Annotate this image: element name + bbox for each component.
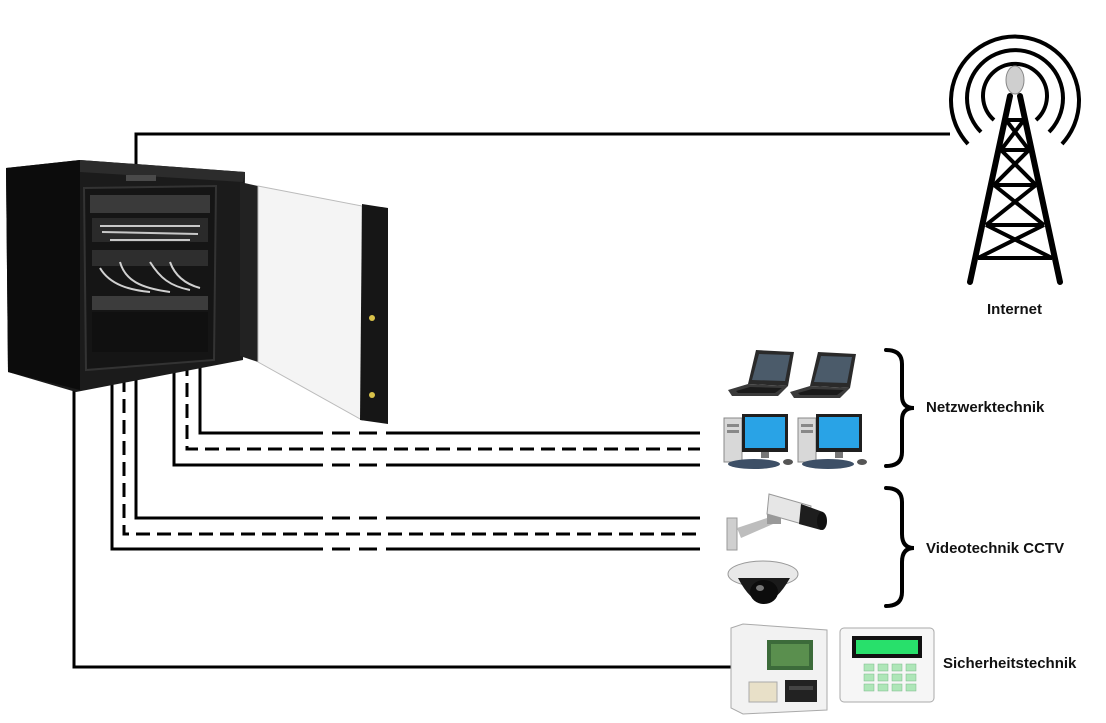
- alarm-control-panel-icon: [730, 623, 828, 715]
- label-internet: Internet: [987, 301, 1043, 318]
- label-sicherheitstechnik: Sicherheitstechnik: [943, 655, 1077, 672]
- laptop-icon: [790, 352, 856, 398]
- video-line-3: [110, 376, 305, 551]
- radio-tower-icon: [949, 34, 1081, 285]
- video-line-1: [134, 380, 305, 520]
- network-line-2: [185, 362, 700, 451]
- brace-netzwerk: [884, 348, 915, 468]
- laptop-icon: [728, 350, 794, 396]
- brace-video: [884, 486, 915, 608]
- label-videotechnik-cctv: Videotechnik CCTV: [926, 540, 1065, 557]
- cctv-camera-icon: [726, 493, 827, 551]
- network-line-3: [172, 362, 305, 467]
- internet-uplink-line: [134, 132, 950, 166]
- server-rack-icon: [6, 160, 388, 424]
- security-line: [72, 385, 735, 669]
- desktop-computer-icon: [723, 414, 793, 469]
- dome-camera-icon: [727, 560, 799, 604]
- alarm-keypad-icon: [839, 627, 935, 703]
- desktop-computer-icon: [797, 414, 867, 469]
- connection-lines: [72, 132, 950, 669]
- label-netzwerktechnik: Netzwerktechnik: [926, 399, 1045, 416]
- video-line-2: [122, 378, 700, 536]
- network-line-1: [198, 362, 305, 435]
